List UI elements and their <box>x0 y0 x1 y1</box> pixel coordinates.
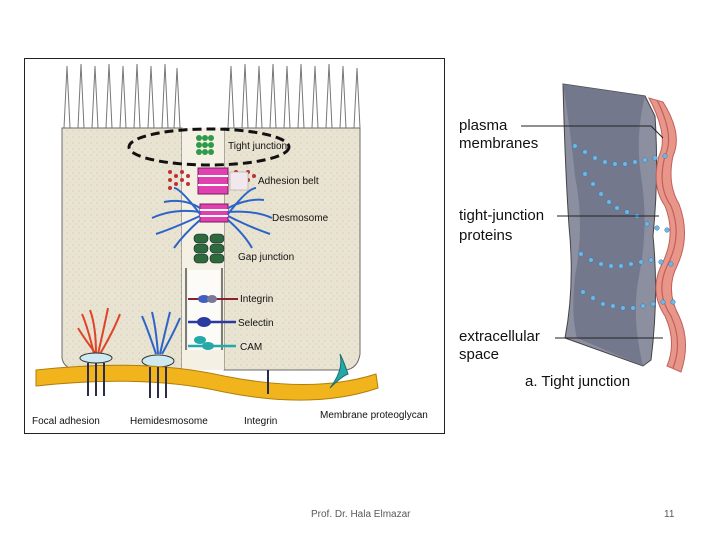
right-leader-lines <box>521 125 664 339</box>
tight-junction-protein-dots <box>572 143 676 311</box>
label-desmosome: Desmosome <box>272 213 329 224</box>
right-diagram-caption: a. Tight junction <box>525 373 630 390</box>
right-membrane-inner <box>656 99 679 369</box>
focal-adhesion-fibers <box>77 307 121 355</box>
label-hemidesmosome: Hemidesmosome <box>130 416 208 427</box>
label-tight-junction: Tight junction <box>228 141 287 152</box>
selectin-molecule <box>188 317 236 327</box>
desmosome <box>151 187 273 249</box>
membrane-proteoglycan-shape <box>329 353 349 389</box>
footer-author: Prof. Dr. Hala Elmazar <box>311 509 411 520</box>
label-integrin-bottom: Integrin <box>244 416 277 427</box>
label-tight-junction-proteins-line2: proteins <box>459 227 512 244</box>
label-plasma-membranes-line2: membranes <box>459 135 538 152</box>
label-cam: CAM <box>240 342 262 353</box>
right-membrane-outer <box>648 97 686 373</box>
label-focal-adhesion: Focal adhesion <box>32 416 100 427</box>
footer-page-number: 11 <box>664 509 675 520</box>
tight-junction-illustration: plasma membranes tight-junction proteins… <box>445 76 704 400</box>
cam-molecule <box>188 336 236 350</box>
anchor-stems <box>87 363 269 398</box>
tight-junction-strands <box>196 135 214 155</box>
focal-adhesion-plaque <box>79 352 113 364</box>
gap-junction <box>193 233 225 264</box>
tight-junction-highlight <box>127 127 291 167</box>
label-selectin: Selectin <box>238 318 274 329</box>
label-membrane-proteoglycan: Membrane proteoglycan <box>320 410 428 421</box>
label-extracellular-space-line2: space <box>459 346 499 363</box>
label-tight-junction-proteins-line1: tight-junction <box>459 207 544 224</box>
cell-junction-diagram: Tight junction Adhesion belt Desmosome G… <box>24 58 445 434</box>
hemidesmosome-plaque <box>141 354 175 368</box>
integrin-mid-molecule <box>188 295 238 303</box>
hemidesmosome-fibers <box>141 311 181 355</box>
label-plasma-membranes-line1: plasma <box>459 117 508 134</box>
left-cell-microvilli <box>63 63 181 129</box>
right-membrane-sheet-front <box>563 84 645 366</box>
label-gap-junction: Gap junction <box>238 252 294 263</box>
adhesion-belt <box>168 167 256 195</box>
label-adhesion-belt: Adhesion belt <box>258 176 319 187</box>
label-integrin-mid: Integrin <box>240 294 273 305</box>
right-cell-microvilli <box>227 63 361 129</box>
label-extracellular-space-line1: extracellular <box>459 328 540 345</box>
